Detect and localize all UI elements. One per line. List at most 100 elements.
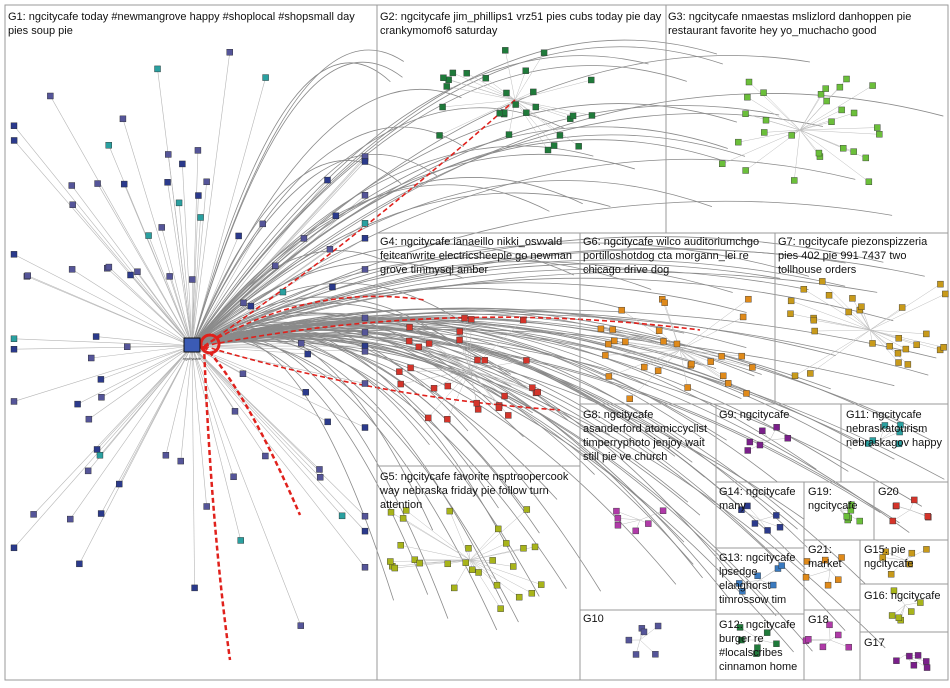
- graph-node: [895, 440, 903, 448]
- highlight-edge: [203, 345, 302, 516]
- graph-node: [166, 273, 173, 280]
- graph-node: [738, 352, 745, 360]
- group-label-g16: G16: ngcitycafe: [864, 590, 941, 602]
- graph-node: [588, 76, 595, 84]
- graph-node: [835, 576, 842, 583]
- graph-node: [439, 103, 446, 111]
- graph-node: [632, 651, 640, 658]
- graph-node: [923, 658, 930, 665]
- group-label-g20: G20: [878, 486, 899, 498]
- graph-node: [520, 545, 527, 552]
- graph-node: [512, 101, 519, 108]
- graph-node: [473, 399, 480, 407]
- hub-node-label: ngcitycafe: [183, 356, 202, 361]
- graph-node: [405, 337, 413, 345]
- graph-node: [791, 177, 798, 184]
- graph-node: [475, 569, 482, 576]
- graph-node: [230, 473, 237, 481]
- graph-node: [744, 93, 751, 101]
- graph-node: [430, 385, 438, 392]
- graph-node: [501, 392, 508, 400]
- highlight-edge: [203, 345, 561, 411]
- graph-node: [85, 415, 93, 423]
- group-label-g18: G18: [808, 614, 829, 626]
- graph-node: [481, 357, 488, 364]
- graph-node: [165, 151, 172, 158]
- graph-node: [503, 540, 510, 547]
- graph-node: [316, 474, 324, 481]
- graph-node: [756, 441, 764, 449]
- graph-node: [503, 89, 510, 97]
- graph-node: [489, 557, 496, 564]
- graph-node: [127, 271, 134, 279]
- graph-node: [895, 359, 902, 366]
- graph-node: [886, 342, 893, 350]
- graph-node: [655, 327, 663, 334]
- graph-node: [736, 624, 744, 631]
- graph-node: [744, 502, 751, 510]
- graph-node: [897, 421, 904, 429]
- graph-node: [923, 546, 930, 553]
- graph-node: [505, 131, 513, 138]
- graph-node: [881, 422, 889, 429]
- graph-node: [397, 380, 404, 388]
- graph-node: [869, 82, 876, 89]
- graph-node: [465, 545, 472, 552]
- graph-node: [361, 235, 369, 242]
- graph-node: [105, 263, 113, 271]
- graph-node: [105, 142, 112, 149]
- graph-node: [725, 380, 732, 387]
- graph-node: [262, 74, 269, 81]
- graph-node: [462, 559, 469, 566]
- graph-node: [329, 283, 336, 291]
- graph-node: [94, 180, 101, 187]
- graph-node: [937, 280, 944, 288]
- graph-node: [494, 525, 502, 533]
- graph-node: [177, 457, 184, 465]
- graph-node: [597, 325, 605, 333]
- graph-node: [661, 299, 668, 306]
- graph-node: [297, 622, 305, 629]
- graph-node: [807, 370, 814, 377]
- graph-node: [749, 364, 756, 371]
- graph-node: [76, 560, 83, 568]
- graph-node: [304, 350, 311, 358]
- graph-node: [203, 178, 210, 186]
- graph-node: [444, 382, 452, 390]
- graph-node: [387, 509, 395, 516]
- group-label-g1: G1: ngcitycafe today #newmangrove happy …: [8, 11, 355, 37]
- group-label-g12: G12: ngcitycafe burger re #localscribes …: [719, 619, 798, 673]
- graph-node: [522, 67, 529, 74]
- graph-node: [763, 629, 771, 636]
- graph-node: [865, 178, 873, 186]
- graph-node: [738, 636, 745, 644]
- graph-node: [625, 636, 633, 644]
- graph-node: [739, 588, 746, 595]
- graph-node: [838, 106, 845, 114]
- graph-node: [605, 340, 612, 348]
- graph-node: [68, 182, 76, 189]
- graph-node: [361, 424, 369, 431]
- graph-node: [659, 507, 667, 514]
- graph-node: [67, 515, 74, 523]
- graph-node: [893, 502, 900, 509]
- graph-node: [874, 124, 881, 131]
- graph-node: [739, 313, 747, 321]
- graph-node: [640, 628, 648, 636]
- graph-node: [451, 584, 458, 592]
- graph-node: [904, 361, 912, 368]
- graph-node: [618, 306, 625, 314]
- group-label-g14: G14: ngcitycafe many: [719, 486, 796, 512]
- graph-node: [556, 132, 564, 139]
- group-label-g10: G10: [583, 613, 604, 625]
- graph-node: [240, 299, 247, 307]
- graph-node: [523, 109, 530, 116]
- graph-node: [361, 527, 369, 535]
- graph-node: [235, 232, 242, 240]
- graph-node: [742, 167, 749, 174]
- graph-node: [791, 372, 799, 380]
- graph-node: [803, 558, 811, 565]
- graph-node: [810, 316, 818, 324]
- graph-node: [908, 608, 915, 615]
- graph-node: [825, 292, 833, 299]
